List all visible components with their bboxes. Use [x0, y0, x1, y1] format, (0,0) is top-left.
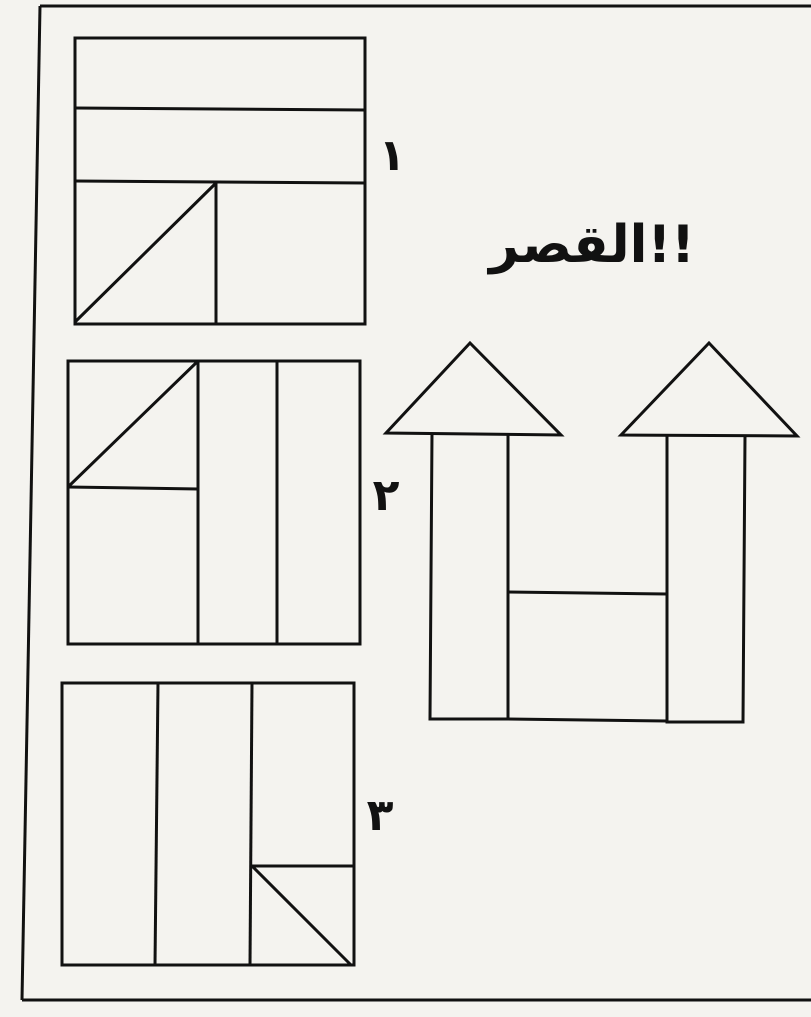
puzzle-3-line [250, 683, 252, 965]
puzzle-1-number: ١ [379, 130, 406, 181]
page-title: القصر!! [486, 215, 695, 275]
puzzle-1-line [75, 108, 365, 110]
castle-figure [386, 343, 797, 722]
puzzle-1-line [75, 181, 365, 183]
puzzle-2-square [68, 361, 360, 644]
castle-left-tower [430, 433, 508, 719]
puzzle-2-number: ٢ [373, 470, 400, 521]
puzzle-2-line [68, 487, 198, 489]
puzzle-2-outline [68, 361, 360, 644]
castle-wall-top [508, 592, 667, 594]
castle-wall-base [508, 719, 667, 721]
castle-right-roof [621, 343, 797, 436]
puzzle-1-square [75, 38, 365, 324]
page-frame [22, 6, 811, 1000]
puzzle-3-diagonal [252, 866, 351, 965]
puzzle-3-line [155, 683, 158, 965]
puzzle-3-number: ٣ [367, 790, 394, 841]
puzzle-3-square [62, 683, 354, 965]
puzzle-2-diagonal [68, 361, 198, 487]
castle-left-roof [386, 343, 561, 435]
castle-right-tower [667, 436, 745, 722]
puzzle-1-diagonal [75, 183, 216, 322]
